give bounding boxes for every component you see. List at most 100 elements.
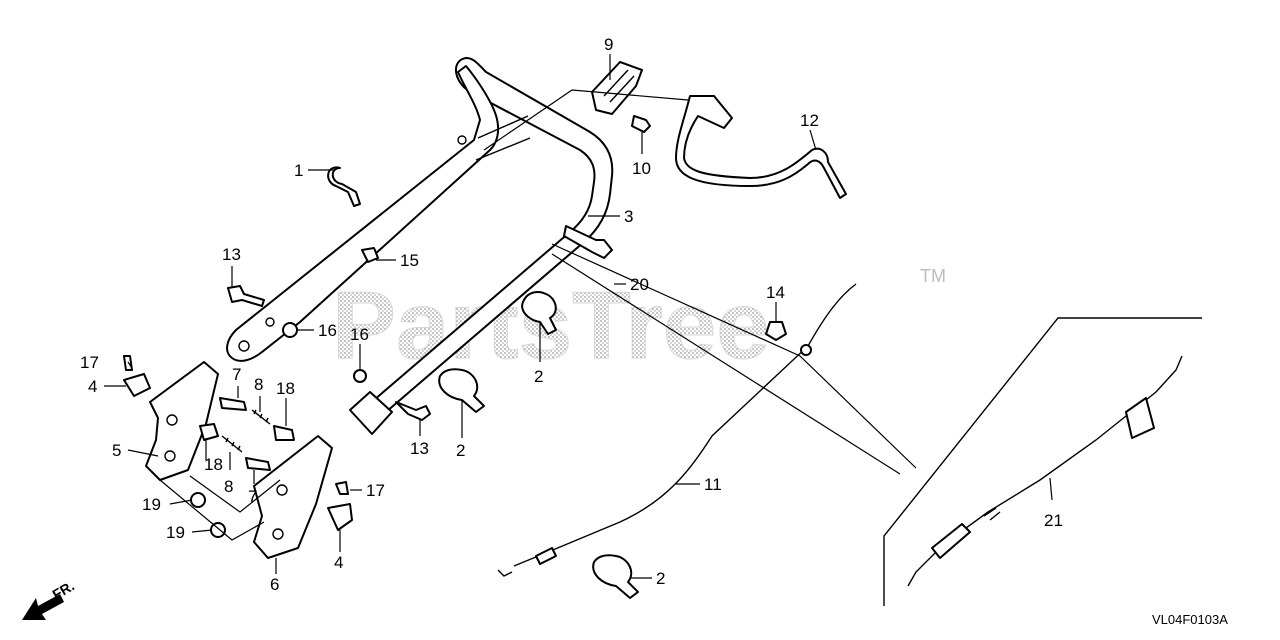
collar-18-upper <box>273 425 295 441</box>
callout-1: 1 <box>294 161 303 180</box>
screw-10-head <box>631 115 651 133</box>
diagram-code: VL04F0103A <box>1152 612 1228 627</box>
callout-leader-line <box>127 449 159 457</box>
inset-frame <box>883 317 1202 606</box>
callout-12: 12 <box>800 111 819 130</box>
watermark-trademark: TM <box>920 266 946 286</box>
cable-21-wire <box>907 355 1183 587</box>
bolt-7-upper <box>219 397 247 411</box>
cable-21-bracket <box>1125 397 1155 439</box>
front-direction-indicator: FR. <box>22 577 77 620</box>
spring-8-lower <box>221 435 243 453</box>
cable-11 <box>497 283 857 577</box>
cable-21-adjuster <box>931 523 971 559</box>
cable-21 <box>907 355 1183 587</box>
callout-16: 16 <box>350 325 369 344</box>
callout-18: 18 <box>276 379 295 398</box>
wing-bolt-1 <box>327 166 361 207</box>
callout-11: 11 <box>704 475 722 494</box>
bolt-20 <box>563 225 613 259</box>
callout-5: 5 <box>112 441 121 460</box>
handle-left-arm <box>226 65 500 362</box>
callout-2: 2 <box>534 367 543 386</box>
callout-4: 4 <box>88 377 97 396</box>
callout-7: 7 <box>232 365 241 384</box>
guide-line <box>159 479 265 541</box>
knob-middle <box>438 368 485 413</box>
nut-19-upper <box>190 492 206 508</box>
lever-bracket <box>591 61 643 115</box>
callout-leader-line <box>191 529 213 533</box>
callout-leader-line <box>169 499 193 505</box>
collar-18-lower <box>199 423 219 441</box>
handle-bolt-hole <box>238 340 250 352</box>
cable-11-clamp <box>800 344 812 356</box>
callout-7: 7 <box>248 487 257 506</box>
callout-8: 8 <box>254 375 263 394</box>
spring-8-upper <box>251 409 271 425</box>
screw-10 <box>631 115 651 133</box>
bracket-5 <box>145 361 219 481</box>
bolt-13-upper <box>227 285 265 307</box>
callout-13: 13 <box>222 245 241 264</box>
bolt-13-lower <box>395 401 431 421</box>
callout-20: 20 <box>630 275 649 294</box>
washer-16-upper <box>282 322 298 338</box>
handle-bolt-hole <box>265 317 275 327</box>
handle-brace <box>475 115 531 161</box>
bracket-6-hole <box>272 528 284 540</box>
callout-14: 14 <box>766 283 785 302</box>
callout-13: 13 <box>410 439 429 458</box>
bracket-5-hole <box>166 414 178 426</box>
callout-18: 18 <box>204 455 223 474</box>
pin-17-lower <box>335 481 349 495</box>
handle-tube <box>226 57 614 435</box>
callout-8: 8 <box>224 477 233 496</box>
handle-knobs <box>438 291 639 599</box>
guide-line <box>551 243 917 469</box>
knob-lower <box>592 554 639 599</box>
front-arrow-icon <box>22 594 64 620</box>
knob-upper <box>521 291 557 335</box>
washer-16-lower <box>353 369 367 383</box>
cable-11-hook <box>497 569 513 577</box>
bracket-5-hole <box>164 450 176 462</box>
callout-21: 21 <box>1044 511 1063 530</box>
callouts: 1 2 2 2 3 4 4 5 6 7 7 8 8 9 10 11 12 13 … <box>80 35 1063 594</box>
clip-4-upper <box>123 373 151 397</box>
callout-3: 3 <box>624 207 633 226</box>
guide-line <box>571 89 689 101</box>
guide-line <box>483 89 573 151</box>
callout-2: 2 <box>656 569 665 588</box>
handle-right-foot <box>349 391 393 435</box>
callout-16: 16 <box>318 321 337 340</box>
cable-11-wire <box>513 283 857 567</box>
callout-9: 9 <box>604 35 613 54</box>
callout-6: 6 <box>270 575 279 594</box>
clip-14 <box>765 321 787 341</box>
lever-bracket-body <box>591 61 643 115</box>
callout-17: 17 <box>366 481 385 500</box>
guide-lines <box>159 89 917 541</box>
bracket-6 <box>253 435 333 559</box>
nut-15 <box>361 247 379 263</box>
callout-4: 4 <box>334 553 343 572</box>
callout-leader-line <box>1049 477 1053 501</box>
bolt-7-lower <box>245 457 271 471</box>
handle-bolt-hole <box>457 135 467 145</box>
callout-19: 19 <box>142 495 161 514</box>
guide-line <box>189 475 281 513</box>
callout-17: 17 <box>80 353 99 372</box>
fasteners <box>227 166 787 421</box>
bail-lever <box>675 95 847 199</box>
lever-bracket-ribs <box>603 69 635 103</box>
callout-19: 19 <box>166 523 185 542</box>
callout-2: 2 <box>456 441 465 460</box>
callout-leader-line <box>809 129 817 151</box>
callout-leaders <box>104 54 1053 579</box>
clip-4-lower <box>327 503 353 531</box>
callout-15: 15 <box>400 251 419 270</box>
guide-line <box>551 253 901 475</box>
